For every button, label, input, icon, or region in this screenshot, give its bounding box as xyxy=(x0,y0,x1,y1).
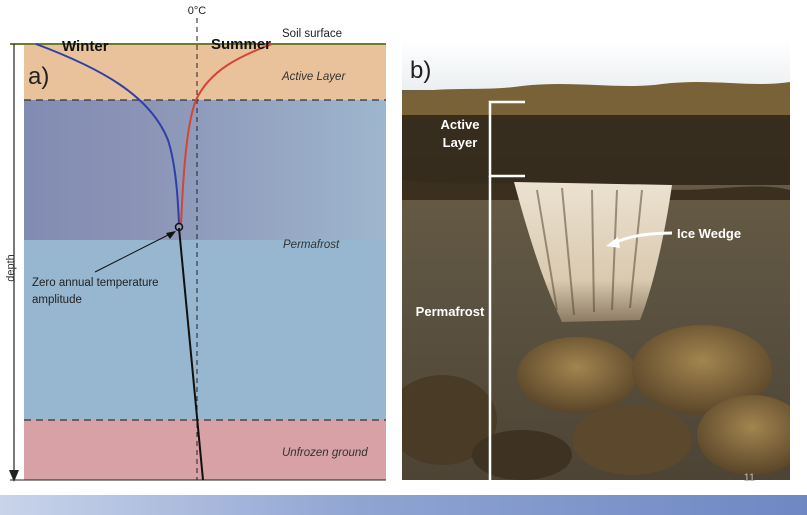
permafrost-photo-label: Permafrost xyxy=(416,304,485,319)
panel-b-label: b) xyxy=(410,57,431,84)
permafrost-profile-diagram: depth 0°C Soil surface Winter Summer a) … xyxy=(5,5,386,482)
ice-wedge-label: Ice Wedge xyxy=(677,226,741,241)
summer-curve xyxy=(180,43,273,225)
active-layer-band xyxy=(24,44,386,100)
winter-curve xyxy=(35,43,180,225)
permafrost-photo: b) Active Layer Ice Wedge Permafrost xyxy=(402,40,790,480)
panel-a-label: a) xyxy=(28,63,49,90)
mean-temperature-line xyxy=(178,227,204,481)
soil-clump-1 xyxy=(517,337,637,413)
active-label-line1: Active xyxy=(440,117,479,132)
unfrozen-ground-label: Unfrozen ground xyxy=(282,447,368,459)
active-label-line2: Layer xyxy=(443,135,478,150)
active-layer-dark xyxy=(402,115,790,185)
permafrost-upper-shade xyxy=(24,100,386,240)
ice-wedge-streaks xyxy=(536,187,643,316)
depth-label: depth xyxy=(5,254,17,282)
grass-top xyxy=(402,82,790,120)
slide-bottom-bar xyxy=(0,495,807,515)
depth-arrow-head xyxy=(9,470,19,482)
soil-clump-5 xyxy=(402,375,497,465)
soil-surface-label: Soil surface xyxy=(282,28,342,40)
zero-amplitude-label-line1: Zero annual temperature xyxy=(32,277,159,289)
soil-clump-2 xyxy=(632,325,772,415)
zero-amplitude-marker xyxy=(174,222,184,232)
summer-label: Summer xyxy=(211,36,271,53)
active-layer-label: Active Layer xyxy=(281,71,346,83)
active-layer-bracket xyxy=(488,100,525,178)
zero-amplitude-arrow xyxy=(94,231,175,273)
zero-amplitude-label-line2: amplitude xyxy=(32,294,82,306)
unfrozen-ground-band xyxy=(24,420,386,480)
zero-degree-label: 0°C xyxy=(188,5,207,17)
soil-clump-6 xyxy=(472,430,572,480)
winter-label: Winter xyxy=(62,38,109,55)
ice-wedge-arrow-head xyxy=(606,237,620,248)
page-number: 11 xyxy=(743,472,755,484)
soil-clump-4 xyxy=(572,405,692,475)
soil-clump-3 xyxy=(697,395,790,475)
permafrost-label: Permafrost xyxy=(283,239,340,251)
zero-amplitude-arrow-head xyxy=(166,231,176,239)
